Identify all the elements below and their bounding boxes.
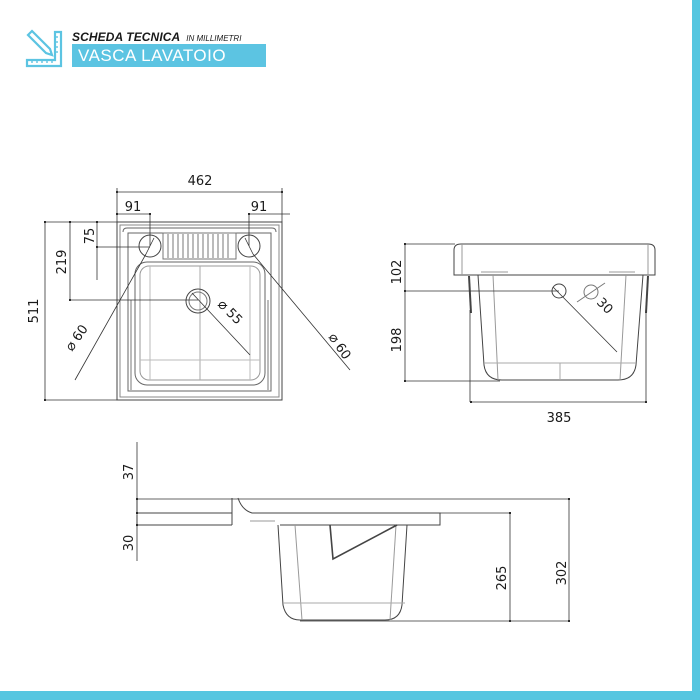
front-view-labels: 102 198 385 30	[390, 260, 615, 426]
dim-top-offset: 37	[122, 464, 137, 481]
dim-width-total: 462	[188, 174, 213, 189]
side-view	[137, 497, 569, 621]
side-view-labels: 37 30 265 302	[122, 464, 570, 591]
front-view-dimensions	[403, 242, 648, 404]
dim-overflow-diameter: 30	[593, 295, 615, 317]
dim-basin-height: 265	[495, 566, 510, 591]
top-view-dimensions	[43, 188, 351, 402]
dim-basin-depth: 198	[390, 328, 405, 353]
sheet-title: SCHEDA TECNICA IN MILLIMETRI	[72, 28, 241, 46]
dim-depth-total: 511	[27, 299, 42, 324]
top-view-labels: 462 91 91 511 219 75 ⌀ 60 ⌀ 60 ⌀ 55	[27, 174, 354, 363]
dim-tap-hole-position: 75	[83, 228, 98, 245]
dim-drain-diameter: 55	[223, 306, 245, 328]
dim-right-offset: 91	[251, 200, 268, 215]
top-view	[116, 221, 283, 401]
product-name: VASCA LAVATOIO	[72, 44, 266, 67]
drain-hole	[185, 288, 211, 314]
unit-note: IN MILLIMETRI	[186, 34, 242, 43]
dim-front-width: 385	[547, 411, 572, 426]
dim-drain-position: 219	[55, 250, 70, 275]
frame-border-bottom	[0, 691, 700, 700]
dim-left-offset: 91	[125, 200, 142, 215]
pencil-ruler-icon	[25, 29, 63, 68]
dim-total-height: 302	[555, 561, 570, 586]
sheet-title-main: SCHEDA TECNICA	[72, 30, 181, 44]
side-view-dimensions	[135, 442, 571, 623]
washboard-ribs	[162, 232, 237, 260]
frame-border-right	[692, 0, 700, 700]
dim-rim-thickness: 30	[122, 535, 137, 552]
dim-tap-hole-right-diameter: 60	[332, 341, 354, 363]
technical-drawing: 462 91 91 511 219 75 ⌀ 60 ⌀ 60 ⌀ 55	[27, 174, 656, 623]
front-view	[453, 243, 656, 381]
dim-tap-hole-left-diameter: 60	[70, 322, 92, 344]
dim-rim-height: 102	[390, 260, 405, 285]
